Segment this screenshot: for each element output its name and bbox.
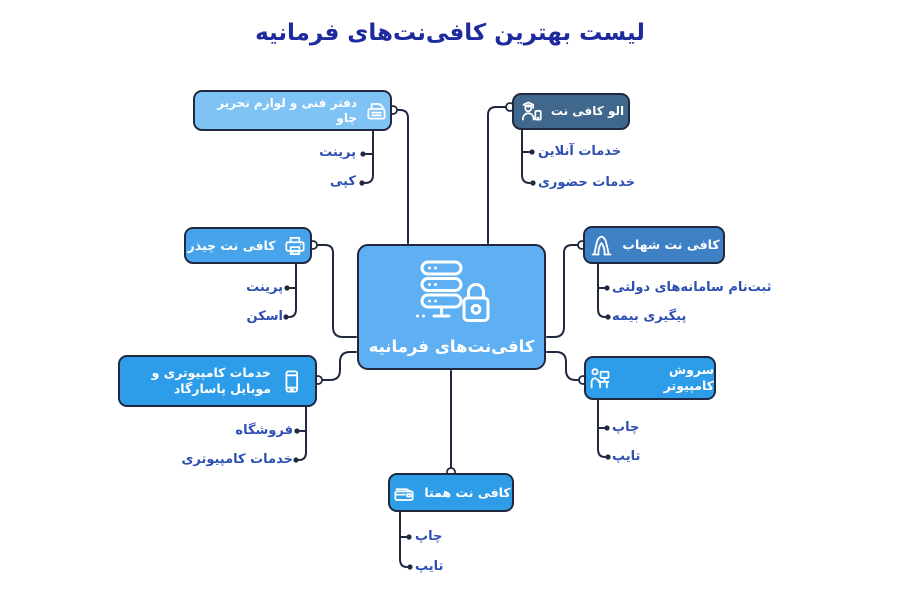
server-lock-icon — [410, 259, 494, 329]
node-chav: دفتر فنی و لوازم تحریر چاو — [193, 90, 392, 131]
photocopier-icon — [391, 480, 417, 506]
child-label-pasargad-store: فروشگاه — [235, 423, 293, 438]
central-node-farmanieh: کافی‌نت‌های فرمانیه — [357, 244, 546, 370]
child-label-chav-print: پرینت — [319, 145, 356, 160]
central-node-label: کافی‌نت‌های فرمانیه — [368, 336, 535, 356]
edge-alo-center — [487, 106, 507, 244]
branch-dot — [360, 151, 366, 157]
node-label: خدمات کامپیوتری و موبایل پاسارگاد — [151, 365, 271, 396]
child-label-soroush-print: چاپ — [612, 420, 640, 435]
node-alo: الو کافی نت — [512, 93, 630, 130]
child-label-alo-online: خدمات آنلاین — [538, 144, 622, 159]
branch-dot — [604, 285, 610, 291]
branch-dot — [529, 149, 535, 155]
branch-dot — [407, 564, 413, 570]
branch-pasargad — [298, 406, 307, 461]
branch-dot — [284, 285, 290, 291]
branch-dot — [359, 180, 365, 186]
child-label-soroush-type: تایپ — [612, 449, 641, 464]
branch-soroush — [597, 399, 606, 458]
node-label: کافی نت شهاب — [622, 237, 720, 253]
node-label: الو کافی نت — [550, 104, 625, 118]
person-at-computer-icon — [586, 365, 613, 392]
page-title: لیست بهترین کافی‌نت‌های فرمانیه — [255, 20, 645, 46]
node-label: کافی نت همتا — [424, 484, 511, 500]
branch-dot — [605, 314, 611, 320]
child-label-chizar-scan: اسکن — [246, 309, 284, 324]
child-label-alo-inperson: خدمات حضوری — [538, 175, 636, 190]
multifunction-printer-icon — [364, 98, 390, 124]
branch-dot — [605, 454, 611, 460]
node-label: سروش کامپیوتر — [663, 362, 714, 393]
branch-dot — [406, 534, 412, 540]
branch-hamta — [399, 511, 408, 568]
branch-chav — [364, 130, 374, 184]
node-shahab: کافی نت شهاب — [583, 226, 725, 264]
branch-chizar — [288, 263, 297, 318]
child-label-shahab-gov: ثبت‌نام سامانه‌های دولتی — [612, 280, 772, 295]
printer-icon — [282, 233, 308, 259]
child-label-chizar-print: پرینت — [246, 280, 283, 295]
branch-dot — [283, 314, 289, 320]
node-soroush: سروش کامپیوتر — [584, 356, 716, 400]
branch-dot — [604, 425, 610, 431]
child-label-hamta-print: چاپ — [415, 529, 443, 544]
smartphone-icon — [278, 368, 305, 395]
azadi-tower-icon — [588, 232, 615, 259]
child-label-pasargad-services: خدمات کامپیوتری — [181, 452, 293, 467]
branch-dot — [293, 457, 299, 463]
node-hamta: کافی نت همتا — [388, 473, 514, 512]
child-label-hamta-type: تایپ — [415, 559, 444, 574]
child-label-chav-copy: کپی — [329, 174, 356, 189]
student-with-phone-icon — [518, 99, 544, 125]
node-chizar: کافی نت چیذر — [184, 227, 312, 264]
edge-pasargad-center — [321, 351, 357, 381]
branch-dot — [530, 180, 536, 186]
node-pasargad: خدمات کامپیوتری و موبایل پاسارگاد — [118, 355, 317, 407]
branch-dot — [294, 428, 300, 434]
node-label: دفتر فنی و لوازم تحریر چاو — [217, 95, 357, 125]
child-label-shahab-insurance: پیگیری بیمه — [612, 309, 687, 324]
edge-chizar-center — [316, 244, 357, 338]
branch-alo — [521, 129, 531, 184]
edge-shahab-center — [546, 244, 579, 338]
edge-soroush-center — [546, 351, 580, 381]
node-label: کافی نت چیذر — [187, 237, 276, 253]
branch-shahab — [597, 263, 606, 318]
edge-chav-center — [396, 109, 409, 244]
